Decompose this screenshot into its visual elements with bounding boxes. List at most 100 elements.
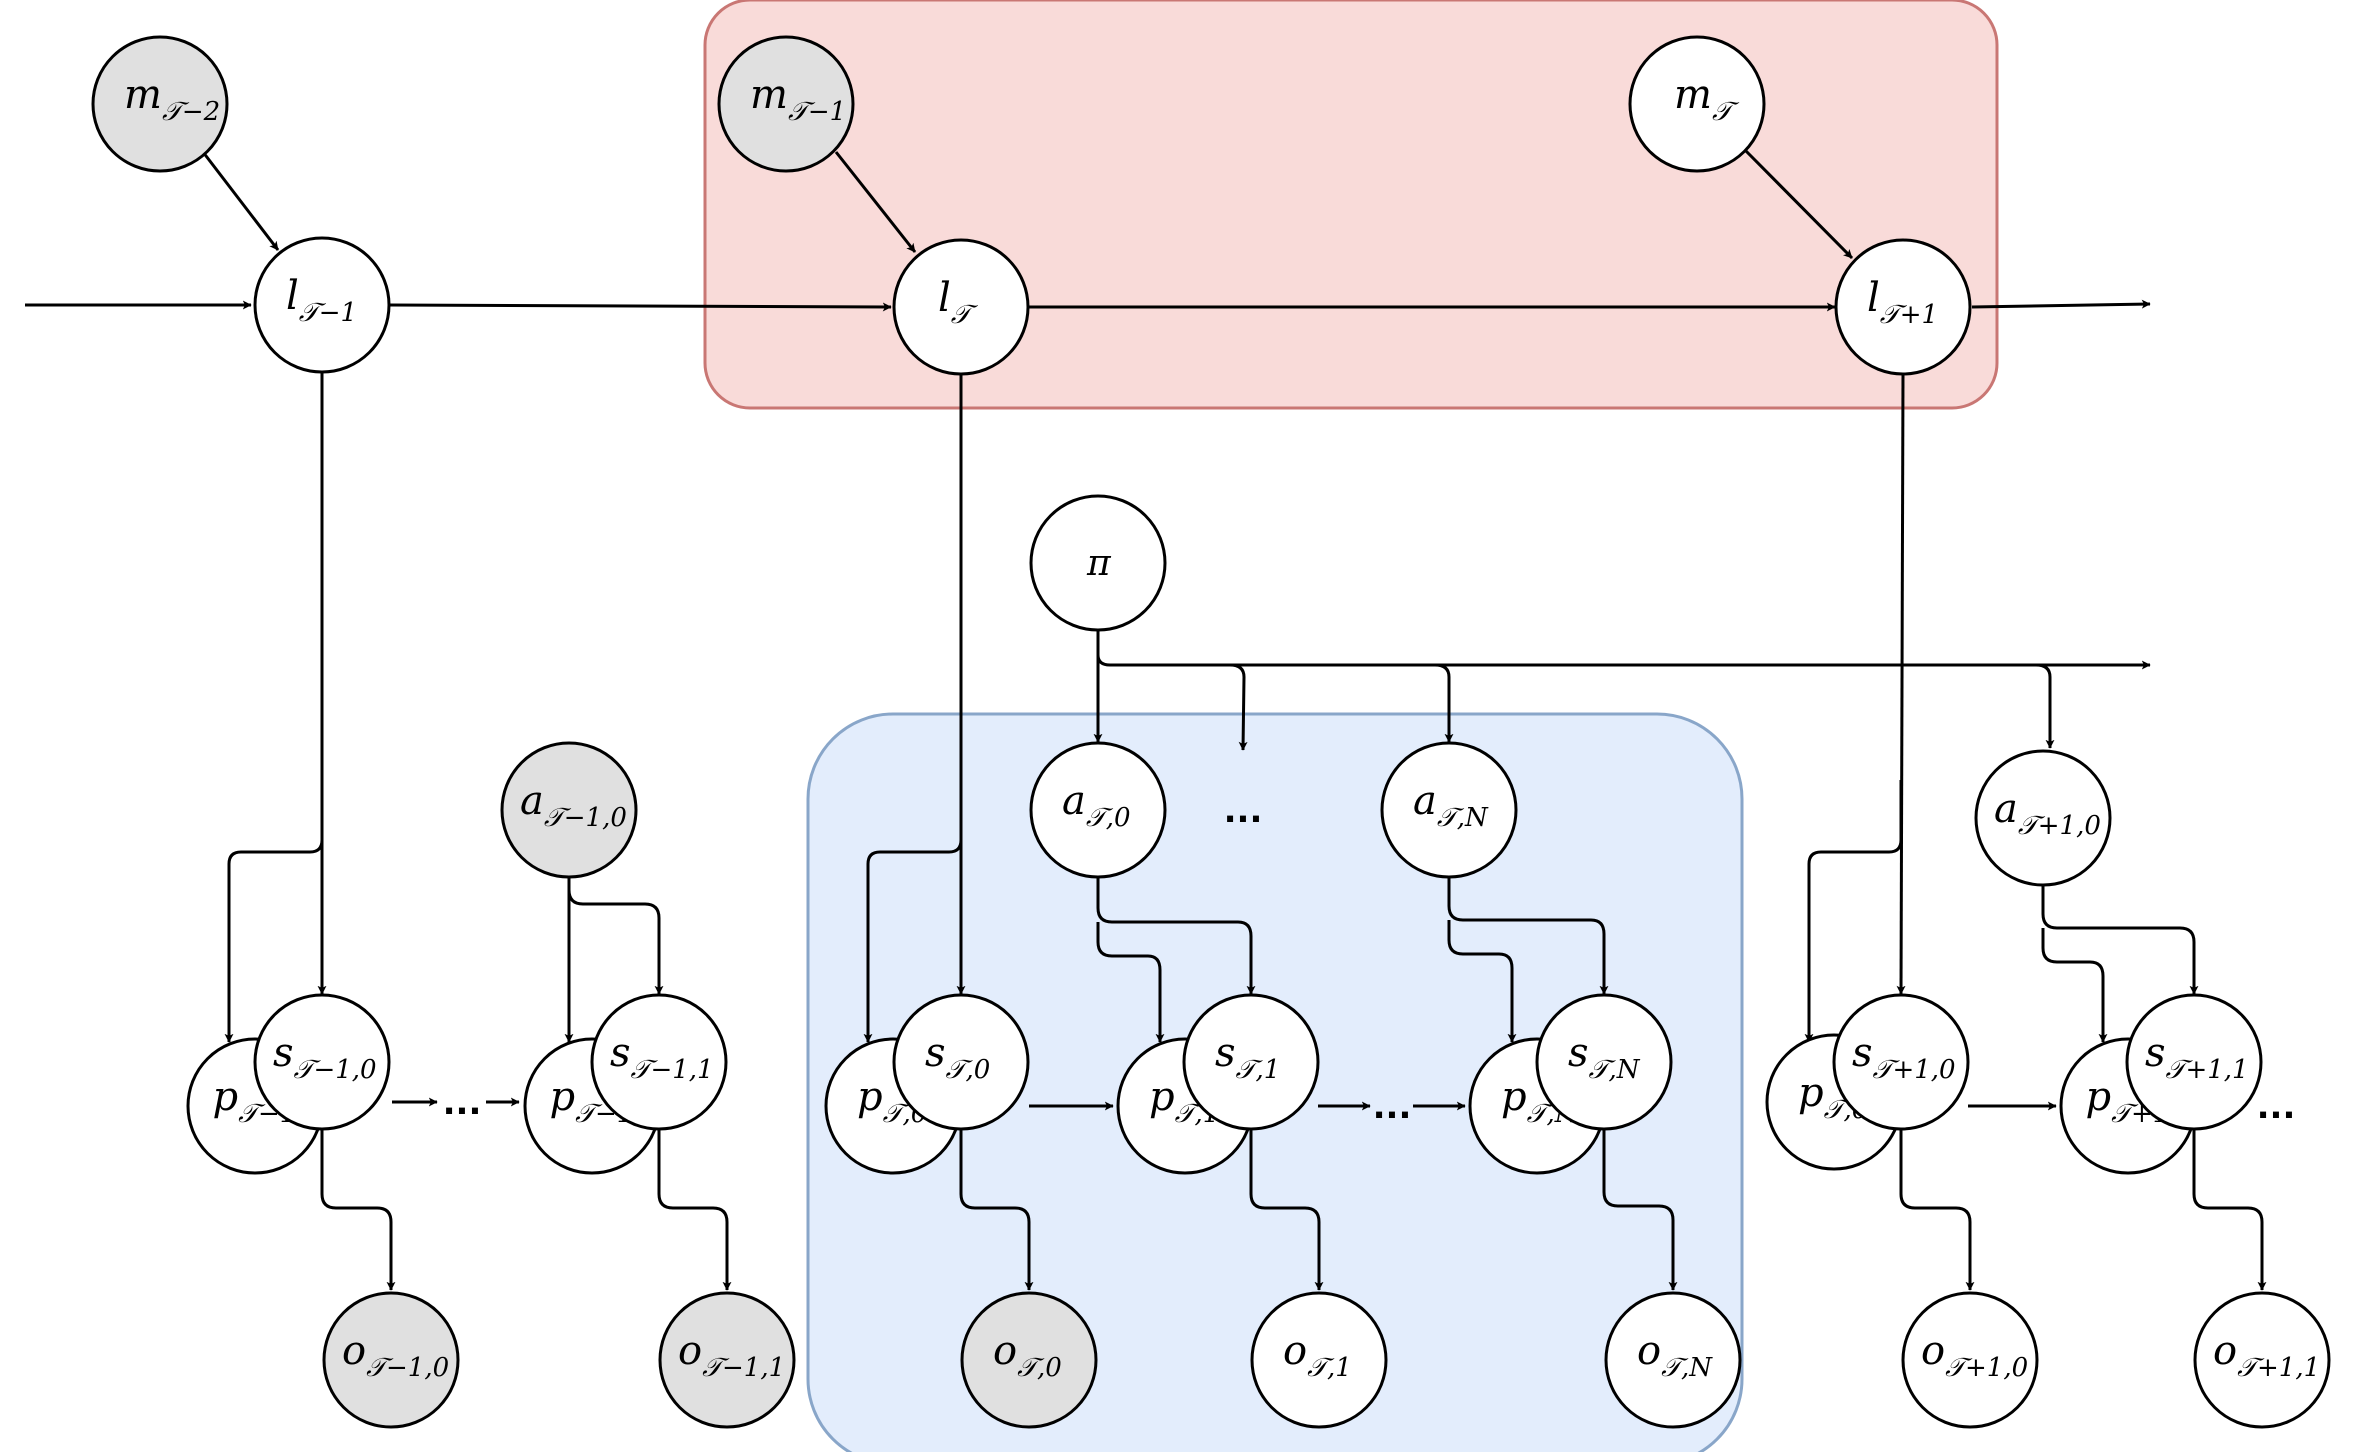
node-o-tp1-1: o𝒯+1,1	[2193, 1291, 2331, 1429]
node-label: s𝒯−1,0	[273, 1030, 377, 1085]
node-label-base: s	[273, 1030, 294, 1076]
edges-layer	[25, 148, 2267, 1291]
node-circle	[1250, 1291, 1388, 1429]
edge-s-tp1-0-to-o-tp1-0	[1899, 1128, 1975, 1291]
edge-l-tm1-to-l-t	[389, 302, 892, 312]
node-o-t-n: o𝒯,N	[1604, 1291, 1742, 1429]
node-label-base: p	[857, 1074, 883, 1120]
node-label: m𝒯−2	[124, 72, 220, 127]
node-label-subscript: 𝒯+1,0	[1945, 1353, 2028, 1383]
node-label-base: o	[1921, 1328, 1945, 1374]
node-label-base: l	[1867, 275, 1880, 321]
node-circle	[1182, 993, 1320, 1131]
node-circle	[1901, 1291, 2039, 1429]
node-label-subscript: 𝒯,N	[1661, 1353, 1713, 1383]
node-a-t-0: a𝒯,0	[1029, 741, 1167, 879]
ellipsis-dots-tm1: ...	[443, 1083, 482, 1123]
node-label-subscript: 𝒯+1,1	[2166, 1055, 2249, 1085]
node-label-base: p	[550, 1074, 576, 1120]
node-circle	[1834, 238, 1972, 376]
node-s-t-n: s𝒯,N	[1535, 993, 1673, 1131]
node-label-base: m	[1674, 72, 1712, 118]
node-circle	[322, 1291, 460, 1429]
node-label-subscript: 𝒯−1,1	[631, 1055, 714, 1085]
edge-pi-to-dots	[1229, 663, 1248, 751]
node-label: o𝒯,N	[1637, 1328, 1713, 1383]
edge-s-tm1-1-to-o-tm1-1	[657, 1128, 732, 1291]
node-label-subscript: 𝒯,N	[1589, 1055, 1641, 1085]
node-label: m𝒯−1	[750, 72, 846, 127]
node-label-base: s	[610, 1030, 631, 1076]
node-label-base: m	[750, 72, 788, 118]
node-label-base: π	[1086, 543, 1112, 584]
node-label: s𝒯−1,1	[610, 1030, 714, 1085]
node-label-subscript: 𝒯,1	[1307, 1353, 1352, 1383]
node-label: a𝒯−1,0	[520, 778, 627, 833]
node-label: s𝒯,0	[925, 1030, 990, 1085]
node-label-subscript: 𝒯,0	[1017, 1353, 1062, 1383]
node-label-subscript: 𝒯−1,0	[366, 1353, 449, 1383]
node-o-tp1-0: o𝒯+1,0	[1901, 1291, 2039, 1429]
node-circle	[658, 1291, 796, 1429]
edge-m-tm2-to-l-tm1	[201, 151, 280, 251]
node-label: o𝒯−1,0	[342, 1328, 449, 1383]
node-circle	[1974, 749, 2112, 887]
node-label-base: s	[925, 1030, 946, 1076]
edge-l-tm1-to-p-tm1-0	[224, 780, 324, 1043]
node-circle	[1029, 494, 1167, 632]
node-m-tm1: m𝒯−1	[717, 35, 855, 173]
node-circle	[253, 993, 391, 1131]
node-label: o𝒯+1,1	[2213, 1328, 2320, 1383]
node-circle	[500, 741, 638, 879]
node-label-base: o	[1283, 1328, 1307, 1374]
node-label-base: s	[1215, 1030, 1236, 1076]
edge-l-t-to-p-t-0	[863, 780, 963, 1043]
node-circle	[717, 35, 855, 173]
node-label: s𝒯+1,1	[2145, 1030, 2249, 1085]
node-label: o𝒯,0	[993, 1328, 1062, 1383]
node-o-t-1: o𝒯,1	[1250, 1291, 1388, 1429]
node-label: s𝒯+1,0	[1852, 1030, 1956, 1085]
node-label-subscript: 𝒯−1,0	[294, 1055, 377, 1085]
node-label-base: a	[1413, 778, 1437, 824]
node-o-tm1-0: o𝒯−1,0	[322, 1291, 460, 1429]
edge-m-t-to-l-tp1	[1743, 148, 1854, 260]
node-label-base: s	[1568, 1030, 1589, 1076]
node-label-base: p	[1149, 1074, 1175, 1120]
node-label-base: p	[213, 1074, 239, 1120]
node-circle	[892, 238, 1030, 376]
node-label: l𝒯−1	[286, 273, 357, 328]
node-label-base: o	[993, 1328, 1017, 1374]
ellipsis-dots-t: ...	[1373, 1087, 1412, 1127]
node-label-subscript: 𝒯−1	[788, 97, 846, 127]
node-o-tm1-1: o𝒯−1,1	[658, 1291, 796, 1429]
node-l-tm1: l𝒯−1	[253, 236, 391, 374]
node-label-base: s	[2145, 1030, 2166, 1076]
edge-pi-to-a-t-n	[1434, 663, 1454, 743]
node-label-base: s	[1852, 1030, 1873, 1076]
node-label-base: o	[678, 1328, 702, 1374]
node-label: l𝒯+1	[1867, 275, 1938, 330]
node-label: π	[1086, 543, 1112, 584]
node-l-tp1: l𝒯+1	[1834, 238, 1972, 376]
node-label-base: a	[520, 778, 544, 824]
node-a-t-n: a𝒯,N	[1380, 741, 1518, 879]
edge-s-t-1-to-o-t-1	[1249, 1128, 1324, 1291]
edge-a-tp1-0-to-p-tp1-1	[2041, 928, 2108, 1043]
node-label-subscript: 𝒯+1,1	[2237, 1353, 2320, 1383]
node-label-base: o	[2213, 1328, 2237, 1374]
node-circle	[2125, 993, 2263, 1131]
node-label: a𝒯+1,0	[1994, 786, 2101, 841]
edge-pi-bus	[1096, 626, 2151, 670]
node-circle	[1604, 1291, 1742, 1429]
edge-a-t-0-to-p-t-1	[1096, 922, 1165, 1043]
node-label: a𝒯,0	[1062, 778, 1131, 833]
node-label-subscript: 𝒯,0	[946, 1055, 991, 1085]
node-label-base: l	[938, 275, 951, 321]
node-circle	[91, 35, 229, 173]
node-label-base: a	[1062, 778, 1086, 824]
node-circle	[590, 993, 728, 1131]
node-label-subscript: 𝒯,1	[1236, 1055, 1281, 1085]
ellipsis-dots-a-t: ...	[1224, 791, 1263, 831]
